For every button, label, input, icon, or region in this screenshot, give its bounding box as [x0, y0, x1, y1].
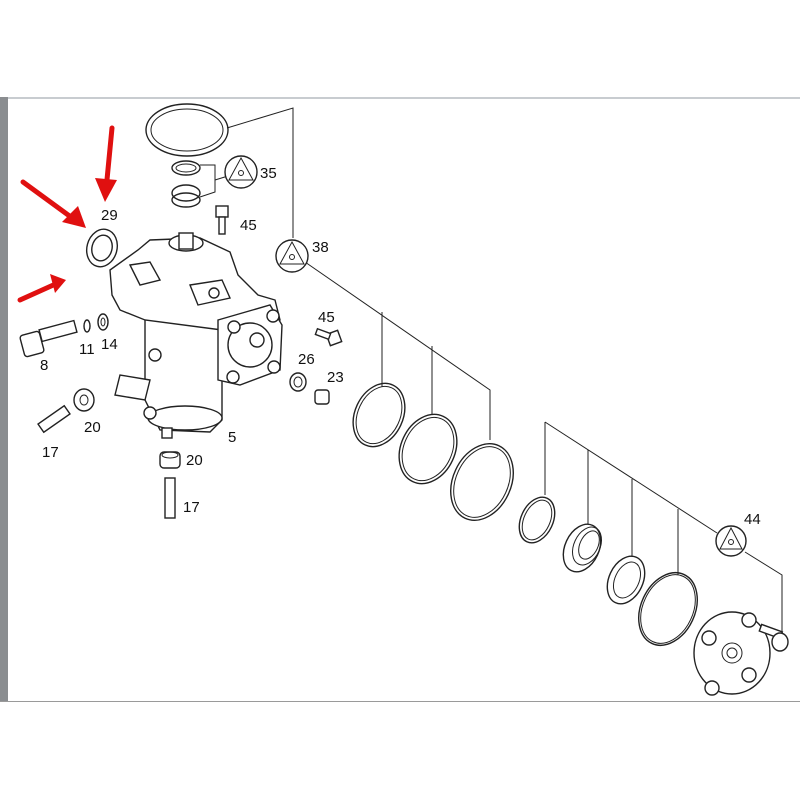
small-ring — [171, 160, 201, 176]
washer-26 — [289, 372, 307, 392]
callout-14: 14 — [101, 336, 118, 353]
end-cover — [693, 611, 771, 696]
frame-bottom-border — [0, 701, 800, 702]
nut-20-left — [73, 388, 95, 412]
fitting-8 — [19, 319, 78, 358]
callout-38: 38 — [312, 239, 329, 256]
stud-17-left — [37, 404, 71, 434]
red-arrow-diagonal — [20, 179, 86, 228]
callout-20-left: 20 — [84, 419, 101, 436]
bolt-45-top — [215, 205, 229, 235]
frame-left-border — [0, 97, 8, 702]
leader-lines — [199, 107, 783, 632]
callout-labels: 35 29 45 38 8 11 14 45 26 23 20 17 5 20 … — [40, 165, 761, 528]
shaft-seal — [606, 555, 646, 605]
washer-11 — [83, 319, 91, 333]
red-arrow-up-right — [17, 274, 66, 303]
red-arrow-down — [95, 125, 117, 202]
o-ring-2 — [398, 413, 458, 485]
callout-17-bottom: 17 — [183, 499, 200, 516]
snap-ring — [518, 496, 556, 544]
callout-20-bottom: 20 — [186, 452, 203, 469]
callout-26: 26 — [298, 351, 315, 368]
o-ring-3 — [450, 443, 514, 521]
bolt-cover — [758, 623, 789, 652]
large-o-ring-top — [145, 103, 229, 157]
callout-45-top: 45 — [240, 217, 257, 234]
kit-icon-44 — [715, 525, 747, 557]
callout-45-right: 45 — [318, 309, 335, 326]
kit-icon-38 — [275, 239, 309, 273]
callout-23: 23 — [327, 369, 344, 386]
needle-bearing — [562, 523, 603, 573]
callout-8: 8 — [40, 357, 48, 374]
callout-11: 11 — [79, 341, 95, 358]
small-seal — [171, 184, 201, 208]
bolt-45-right — [314, 327, 343, 347]
steering-gear-housing-5 — [109, 232, 283, 439]
callout-35: 35 — [260, 165, 277, 182]
washer-14 — [97, 313, 109, 331]
o-ring-large-bottom — [638, 572, 698, 646]
callout-5: 5 — [228, 429, 236, 446]
callout-44: 44 — [744, 511, 761, 528]
kit-icon-35 — [224, 155, 258, 189]
nut-20-bottom — [159, 451, 181, 469]
stud-17-bottom — [164, 477, 176, 519]
callout-17-left: 17 — [42, 444, 59, 461]
frame-top-border — [0, 97, 800, 99]
seal-29 — [85, 228, 119, 268]
callout-29: 29 — [101, 207, 118, 224]
o-ring-1 — [352, 382, 406, 448]
plug-23 — [314, 389, 330, 405]
